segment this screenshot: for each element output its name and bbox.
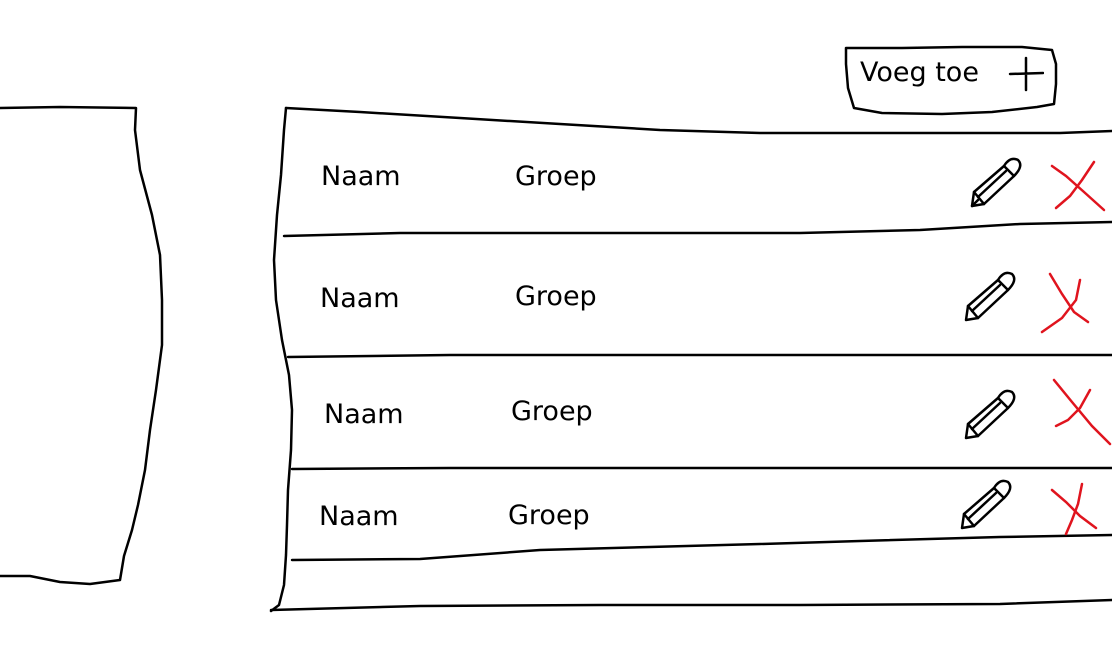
pencil-icon[interactable] [962,384,1018,442]
row-divider-1 [282,220,1112,238]
name-cell: Naam [324,399,404,430]
empty-list-row [288,562,1112,604]
list-item: Naam Groep [288,238,1112,354]
add-button-label: Voeg toe [860,57,979,88]
group-cell: Groep [508,500,590,531]
list-panel-top-border [284,106,1112,135]
add-button[interactable]: Voeg toe [842,44,1058,116]
pencil-icon[interactable] [968,154,1024,210]
group-cell: Groep [511,396,593,427]
close-icon[interactable] [1040,270,1096,336]
add-button-outline [844,45,1058,116]
pencil-icon[interactable] [962,266,1018,324]
plus-icon [1008,56,1045,92]
close-icon[interactable] [1048,376,1112,448]
list-item: Naam Groep [288,358,1112,466]
sidebar-panel-outline [0,105,164,586]
group-cell: Groep [515,281,597,312]
close-icon[interactable] [1048,482,1100,538]
list-item: Naam Groep [288,136,1112,232]
name-cell: Naam [319,501,399,532]
close-icon[interactable] [1048,160,1108,212]
row-divider-4 [290,533,1112,562]
name-cell: Naam [321,161,401,192]
pencil-icon[interactable] [958,474,1014,532]
list-item: Naam Groep [288,470,1112,538]
list-panel-bottom-border [269,598,1112,612]
group-cell: Groep [515,161,597,192]
name-cell: Naam [320,283,400,314]
row-divider-3 [290,466,1112,471]
list-panel-left-edge [269,106,294,613]
row-divider-2 [286,353,1112,359]
